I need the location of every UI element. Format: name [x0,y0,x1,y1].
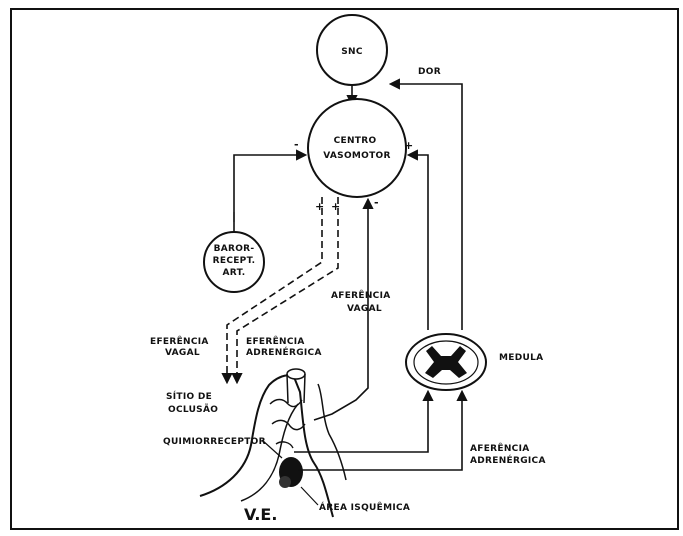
medula-label: MEDULA [499,353,543,363]
efferent-adren-sign: + [331,200,340,213]
area-isquemica-pointer [301,487,318,505]
eferencia-adren-label-1: EFERÊNCIA [246,335,305,347]
medula-input-sign: + [404,139,413,152]
aferencia-vagal-label-1: AFERÊNCIA [331,289,391,301]
ve-label: V.E. [244,505,277,524]
dor-pathway [391,84,462,330]
baro-to-centro-pathway [234,155,305,232]
centro-label-line2: VASOMOTOR [323,151,390,161]
eferencia-vagal-label-2: VAGAL [165,348,200,358]
eferencia-adren-label-2: ADRENÉRGICA [246,346,322,358]
medula-to-centro-pathway [409,155,428,330]
aferencia-adren-label-1: AFERÊNCIA [470,442,530,454]
quimiorreceptor-label: QUIMIORRECEPTOR [163,437,266,447]
centro-vasomotor-node [308,99,406,197]
baro-input-sign: - [294,138,299,151]
aferencia-adren-label-2: ADRENÉRGICA [470,454,546,466]
eferencia-vagal-label-1: EFERÊNCIA [150,335,209,347]
heart-to-medula-pathway-1 [294,392,428,452]
medula-cross-section [406,334,486,390]
sitio-oclusao-label-2: OCLUSÃO [168,404,218,415]
heart-to-vagal-link [314,372,368,420]
area-isquemica-label: ÁREA ISQUÊMICA [319,501,410,513]
dor-label: DOR [418,67,441,77]
aferencia-vagal-label-2: VAGAL [347,304,382,314]
diagram-frame [11,9,678,529]
baro-label-line2: RECEPT. [213,256,256,266]
vagal-input-sign: - [374,196,379,209]
baro-label-line1: BAROR- [214,244,255,254]
sitio-oclusao-label-1: SÍTIO DE [166,390,212,402]
snc-label: SNC [341,47,363,57]
centro-label-line1: CENTRO [334,136,377,146]
baro-label-line3: ART. [223,268,246,278]
efferent-vagal-sign: + [315,200,324,213]
